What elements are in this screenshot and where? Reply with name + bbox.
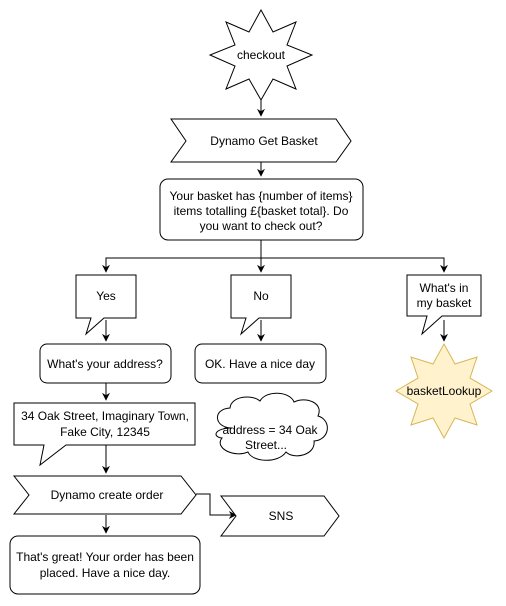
order-placed-line-2: placed. Have a nice day. [40,566,171,580]
ok-nice-day-label: OK. Have a nice day [205,357,315,371]
address-answer-line-2: Fake City, 12345 [60,425,150,439]
whats-in-basket-callout-shape [406,274,482,336]
question-line-1: Your basket has {number of items} [170,189,353,203]
basket-lookup-label: basketLookup [407,384,482,398]
create-order-shape [12,475,197,515]
yes-label: Yes [96,289,116,303]
whats-in-basket-callout-node: What's in my basket [406,274,482,336]
no-callout-node: No [230,274,292,336]
address-answer-line-1: 34 Oak Street, Imaginary Town, [21,409,189,423]
address-variable-cloud-shape [215,392,328,461]
get-basket-shape [170,118,352,163]
basket-lookup-star-node: basketLookup [395,342,493,440]
ok-nice-day-shape [194,343,327,384]
address-variable-cloud-node: address = 34 Oak Street... [215,392,328,461]
whats-in-line-2: my basket [417,296,472,310]
sns-node: SNS [220,495,340,537]
basket-lookup-star-shape [395,342,493,440]
connectors [102,100,448,534]
no-label: No [253,289,269,303]
order-placed-shape [9,535,201,595]
address-answer-callout-node: 34 Oak Street, Imaginary Town, Fake City… [13,402,196,467]
whats-in-line-1: What's in [420,281,469,295]
create-order-node: Dynamo create order [12,475,197,515]
order-placed-line-1: That's great! Your order has been [16,550,194,564]
address-question-label: What's your address? [47,357,163,371]
question-line-2: items totalling £{basket total}. Do [174,204,349,218]
edge-createorder-to-sns [196,493,237,519]
get-basket-label: Dynamo Get Basket [210,134,318,148]
create-order-label: Dynamo create order [51,488,164,502]
address-question-shape [39,343,172,384]
checkout-label: checkout [237,48,286,62]
address-variable-line-1: address = 34 Oak [222,423,318,437]
order-placed-node: That's great! Your order has been placed… [9,535,201,595]
sns-label: SNS [269,509,294,523]
checkout-star-node: checkout [208,8,314,102]
yes-callout-node: Yes [75,274,137,336]
question-shape [159,178,364,241]
question-node: Your basket has {number of items} items … [159,178,364,241]
address-question-node: What's your address? [39,343,172,384]
get-basket-node: Dynamo Get Basket [170,118,352,163]
edge-question-to-whatsin [261,257,448,273]
no-callout-shape [230,274,292,336]
question-line-3: you want to check out? [200,219,323,233]
address-variable-line-2: Street... [245,438,287,452]
edge-question-to-yes [102,240,262,273]
yes-callout-shape [75,274,137,336]
checkout-star-shape [208,8,314,102]
address-answer-callout-shape [13,402,196,467]
sns-shape [220,495,340,537]
ok-nice-day-node: OK. Have a nice day [194,343,327,384]
